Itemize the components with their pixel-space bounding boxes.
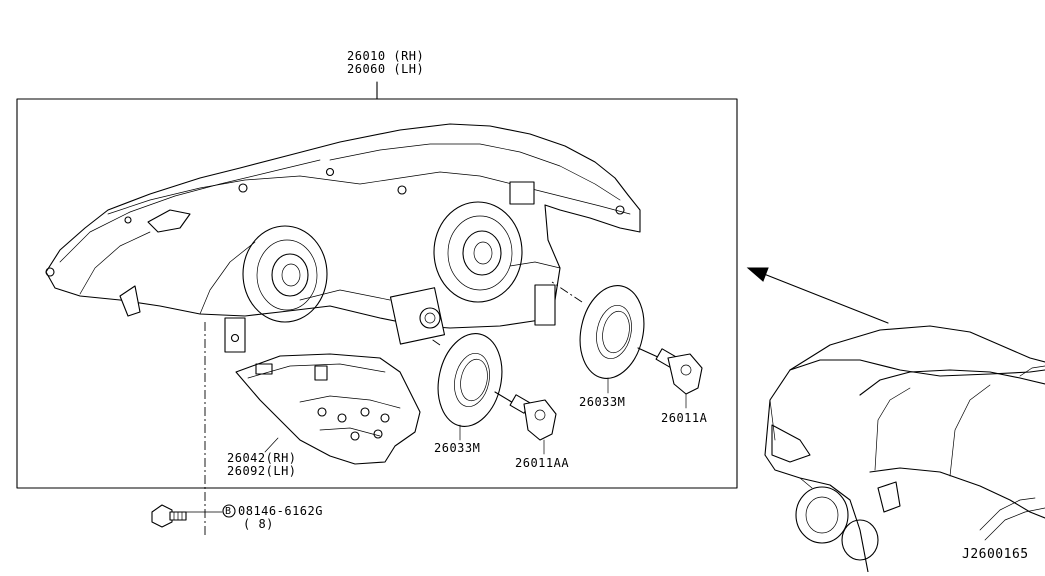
bulb-left — [494, 391, 557, 441]
label-bolt-qty: ( 8) — [243, 517, 274, 531]
bracket-leader — [264, 437, 279, 453]
label-seal-left: 26033M — [434, 441, 481, 455]
seal-left-axis — [429, 337, 441, 346]
bolt-marker-circle — [222, 504, 236, 518]
car-outline — [764, 325, 1045, 573]
seal-left — [437, 333, 503, 427]
label-bulb-left: 26011AA — [515, 456, 570, 470]
label-bulb-right: 26011A — [661, 411, 708, 425]
seal-right — [579, 285, 645, 379]
headlamp-housing — [45, 123, 641, 353]
seal-right-axis — [551, 281, 583, 303]
bracket-part — [235, 353, 421, 465]
label-diagram-id: J2600165 — [962, 547, 1029, 562]
label-bolt-marker: B — [225, 506, 232, 517]
bulb-right — [637, 347, 703, 395]
label-assembly-lh: 26060 (LH) — [347, 62, 425, 76]
label-bracket-lh: 26092(LH) — [227, 464, 297, 478]
label-bracket-rh: 26042(RH) — [227, 451, 297, 465]
label-seal-right: 26033M — [579, 395, 626, 409]
label-bolt-part: 08146-6162G — [238, 504, 323, 518]
label-assembly-rh: 26010 (RH) — [347, 49, 425, 63]
bolt-part — [151, 504, 187, 528]
location-arrow — [746, 267, 889, 324]
